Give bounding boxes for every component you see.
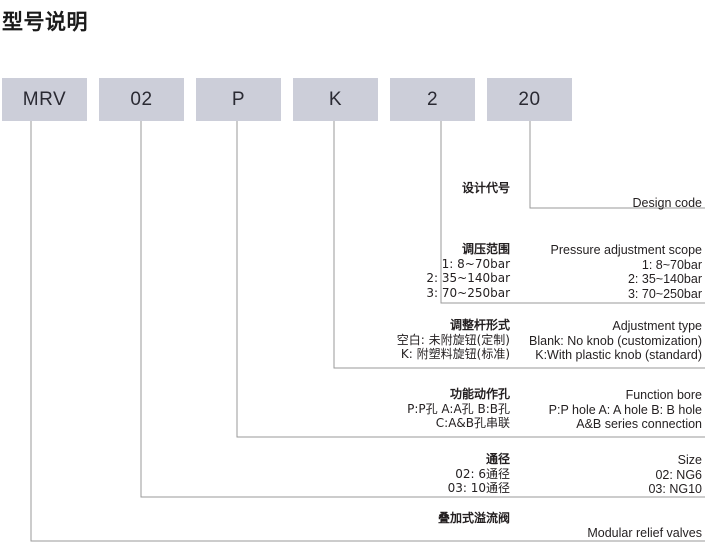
annotation-text-cn: C:A&B孔串联 <box>435 416 510 430</box>
annotation-text-cn <box>205 526 510 541</box>
code-box-label: 02 <box>130 88 153 110</box>
annotation-row: Modular relief valves <box>205 526 702 541</box>
annotation-row: K: 附塑料旋钮(标准) K:With plastic knob (standar… <box>205 347 702 363</box>
annotation-text-cn: 功能动作孔 <box>449 387 510 401</box>
code-box-label: MRV <box>22 88 67 110</box>
annotation-text-en <box>516 512 702 526</box>
code-box-k[interactable]: K <box>293 78 378 121</box>
annotation-text-cn: 2: 35~140bar <box>426 271 510 285</box>
annotation-row: 设计代号 <box>205 181 702 196</box>
annotation-size: 通径 Size 02: 6通径 02: NG6 03: 10通径 03: NG10 <box>0 452 702 497</box>
annotation-row: 02: 6通径 02: NG6 <box>205 466 702 483</box>
annotation-row: 调整杆形式 Adjustment type <box>205 318 702 334</box>
annotation-text-en: 2: 35~140bar <box>627 272 702 286</box>
annotation-text-en: K:With plastic knob (standard) <box>535 348 702 362</box>
annotation-text-en: 1: 8~70bar <box>641 257 702 272</box>
annotation-text-cn: 空白: 未附旋钮(定制) <box>396 332 510 347</box>
annotation-design-code: 设计代号 Design code <box>0 181 703 211</box>
code-box-label: P <box>231 88 246 110</box>
annotation-text-en: Adjustment type <box>612 319 702 333</box>
annotation-row: 功能动作孔 Function bore <box>205 387 702 403</box>
annotation-row: 2: 35~140bar 2: 35~140bar <box>205 271 702 287</box>
annotation-text-cn: P:P孔 A:A孔 B:B孔 <box>407 401 510 416</box>
annotation-text-en: Design code <box>632 195 703 210</box>
annotation-text-en: P:P hole A: A hole B: B hole <box>548 402 702 417</box>
annotation-text-en: A&B series connection <box>576 417 702 431</box>
code-box-label: K <box>328 88 343 110</box>
annotation-text-en: Size <box>677 453 702 467</box>
annotation-product-name: 叠加式溢流阀 Modular relief valves <box>0 511 702 541</box>
annotation-text-en: 03: NG10 <box>648 482 702 496</box>
annotation-text-en: Pressure adjustment scope <box>550 243 702 257</box>
annotation-text-cn: 调压范围 <box>461 242 510 256</box>
annotation-text-cn: 通径 <box>485 452 510 466</box>
annotation-row: 通径 Size <box>205 452 702 468</box>
annotation-text-en: 02: NG6 <box>655 467 702 482</box>
code-box-label: 2 <box>426 88 439 110</box>
annotation-text-cn: 调整杆形式 <box>449 318 510 332</box>
code-box-mrv[interactable]: MRV <box>2 78 87 121</box>
annotation-text-cn <box>205 196 510 211</box>
code-box-20[interactable]: 20 <box>487 78 572 121</box>
annotation-row: 03: 10通径 03: NG10 <box>205 481 702 497</box>
annotation-text-en: Blank: No knob (customization) <box>529 333 702 348</box>
code-box-p[interactable]: P <box>196 78 281 121</box>
annotation-row: C:A&B孔串联 A&B series connection <box>205 416 702 432</box>
annotation-text-cn: 03: 10通径 <box>447 481 510 495</box>
annotation-text-cn: K: 附塑料旋钮(标准) <box>400 347 510 361</box>
annotation-row: Design code <box>205 195 703 211</box>
code-box-2[interactable]: 2 <box>390 78 475 121</box>
annotation-row: 调压范围 Pressure adjustment scope <box>205 242 702 258</box>
annotation-row: P:P孔 A:A孔 B:B孔 P:P hole A: A hole B: B ho… <box>205 401 702 418</box>
annotation-row: 叠加式溢流阀 <box>205 511 702 526</box>
code-box-label: 20 <box>518 88 541 110</box>
annotation-row: 1: 8~70bar 1: 8~70bar <box>205 256 702 273</box>
page-title: 型号说明 <box>2 10 88 34</box>
annotation-text-en <box>516 182 702 196</box>
annotation-text-cn: 3: 70~250bar <box>426 285 510 300</box>
annotation-text-en: Function bore <box>625 388 702 402</box>
code-box-02[interactable]: 02 <box>99 78 184 121</box>
annotation-text-cn: 1: 8~70bar <box>441 256 510 271</box>
annotation-row: 空白: 未附旋钮(定制) Blank: No knob (customizatio… <box>205 332 702 349</box>
annotation-adjustment-type: 调整杆形式 Adjustment type 空白: 未附旋钮(定制) Blank: N… <box>0 318 702 363</box>
leader-size <box>140 121 705 498</box>
annotation-text-en: Modular relief valves <box>587 525 702 540</box>
annotation-text-cn: 叠加式溢流阀 <box>437 511 510 525</box>
annotation-row: 3: 70~250bar 3: 70~250bar <box>205 285 702 302</box>
annotation-text-cn: 设计代号 <box>461 181 510 195</box>
annotation-text-cn: 02: 6通径 <box>455 466 510 481</box>
annotation-text-en: 3: 70~250bar <box>627 286 702 301</box>
